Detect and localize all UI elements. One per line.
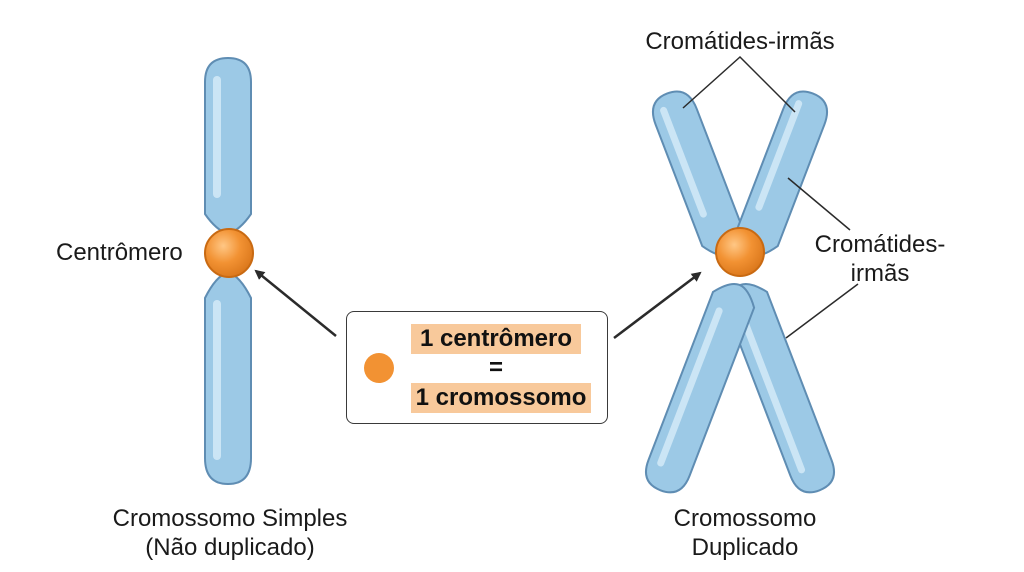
sister-chromatids-label-right-line2: irmãs [850,260,910,287]
simple-chromosome-lower-arm [204,270,252,486]
centromere-legend-icon [364,353,394,383]
legend-equals: = [488,354,503,381]
legend-line-centromere: 1 centrômero [411,324,581,354]
simple-chromosome-highlight-top [213,76,221,198]
sister-chromatids-label-top: Cromátides-irmãs [645,28,835,55]
centromere-label: Centrômero [56,239,183,266]
simple-chromosome [204,56,254,486]
right-sister-chromatid [645,90,828,494]
leader-lines [682,55,859,339]
simple-centromere [204,228,254,278]
legend-line-chromosome: 1 cromossomo [411,383,591,413]
simple-chromosome-highlight-bottom [213,300,221,460]
leader-line-right-upper [787,177,851,231]
simple-chromosome-caption-line1: Cromossomo Simples [112,505,348,532]
arrow-to-simple-centromere [254,269,337,337]
sister-chromatids-label-right-line1: Cromátides- [814,231,946,258]
duplicated-chromosome-caption: Cromossomo Duplicado [630,504,860,562]
simple-chromosome-upper-arm [204,56,252,236]
duplicated-centromere [715,227,765,277]
duplicated-chromosome-caption-line1: Cromossomo [673,505,817,532]
simple-chromosome-caption-line2: (Não duplicado) [145,534,315,561]
legend-box: 1 centrômero = 1 cromossomo [346,311,608,424]
sister-chromatids-label-right: Cromátides- irmãs [790,230,970,288]
pointer-arrows [254,269,702,339]
leader-line-top [682,55,796,113]
arrow-to-duplicated-centromere [613,271,702,339]
leader-line-right-lower [785,283,859,339]
duplicated-chromosome [645,90,835,494]
duplicated-chromosome-caption-line2: Duplicado [691,534,799,561]
simple-chromosome-caption: Cromossomo Simples (Não duplicado) [70,504,390,562]
